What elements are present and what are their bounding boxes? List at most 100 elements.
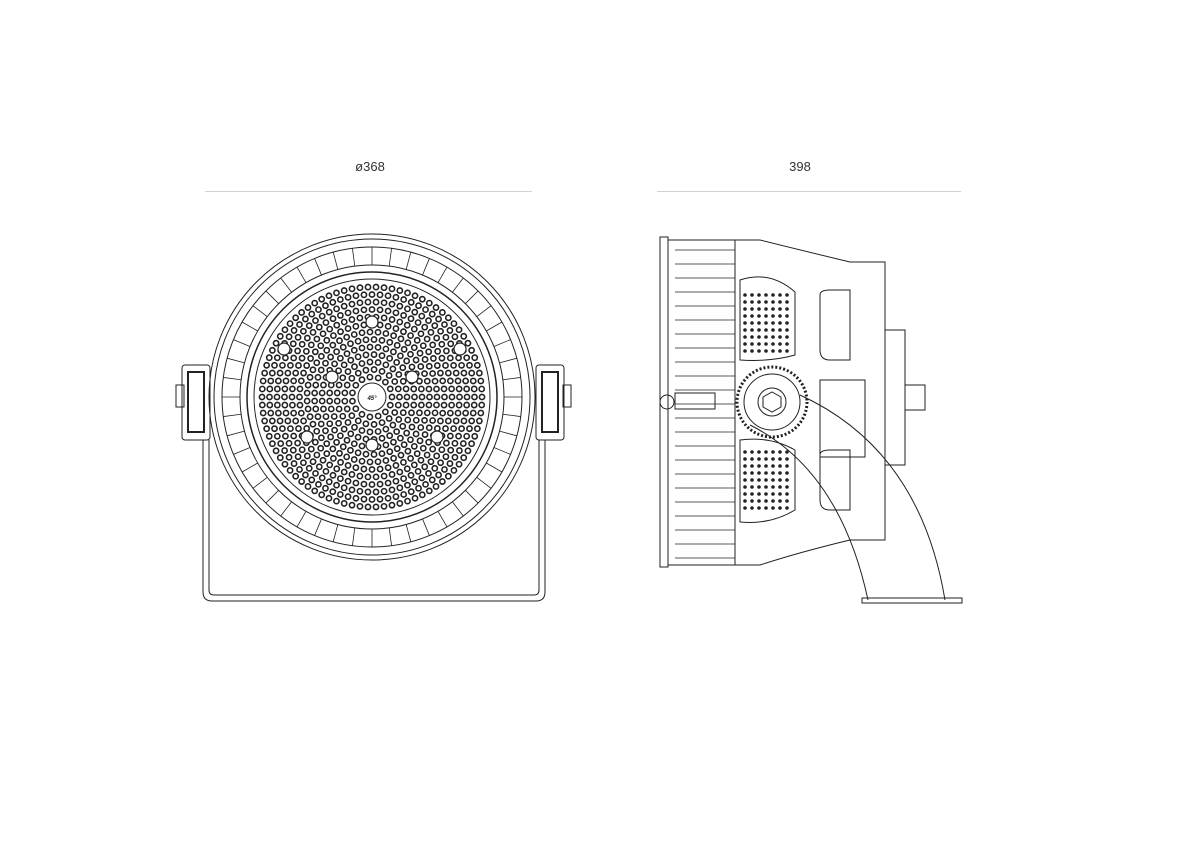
led: [331, 360, 338, 368]
led: [267, 409, 275, 417]
led: [469, 377, 477, 385]
led: [425, 487, 433, 495]
led: [422, 306, 429, 314]
led: [384, 307, 392, 315]
led: [435, 315, 442, 323]
led: [351, 363, 358, 371]
led: [294, 347, 302, 355]
led: [407, 298, 415, 306]
led: [448, 393, 456, 401]
led: [396, 393, 403, 401]
led: [471, 354, 479, 362]
led: [378, 336, 386, 344]
led: [388, 393, 396, 401]
led: [309, 420, 317, 428]
led: [410, 442, 418, 450]
led: [440, 385, 448, 393]
led: [303, 389, 311, 397]
led: [267, 377, 275, 385]
led: [368, 466, 376, 473]
led: [302, 471, 309, 479]
led: [425, 424, 433, 432]
led: [343, 405, 351, 413]
led: [384, 479, 392, 487]
led: [304, 304, 312, 311]
led: [392, 293, 400, 301]
led: [423, 409, 431, 417]
led: [431, 322, 439, 330]
led: [360, 480, 368, 488]
led: [460, 417, 468, 425]
led: [434, 347, 442, 355]
led: [423, 335, 431, 343]
led: [385, 372, 393, 379]
led: [376, 465, 384, 473]
led: [418, 474, 426, 482]
led: [297, 377, 305, 385]
led: [454, 377, 462, 385]
led: [451, 439, 459, 447]
body: [734, 239, 886, 566]
led: [313, 359, 321, 367]
beam-angle-label: 45°: [366, 396, 377, 402]
led: [475, 369, 483, 377]
led: [450, 361, 457, 369]
led: [320, 381, 327, 389]
led: [378, 352, 386, 360]
led: [384, 292, 392, 300]
led: [403, 465, 411, 473]
led: [478, 393, 486, 401]
led: [311, 438, 319, 446]
led: [263, 361, 271, 369]
led: [347, 446, 354, 454]
led: [313, 335, 321, 343]
led: [344, 293, 352, 301]
led: [390, 332, 398, 340]
led: [336, 337, 343, 345]
led: [374, 359, 382, 366]
mounting-bracket: [202, 440, 546, 602]
led: [450, 467, 458, 474]
led: [290, 377, 298, 385]
led: [370, 421, 378, 428]
led: [432, 304, 440, 311]
led: [268, 369, 276, 377]
led: [403, 357, 411, 365]
led: [376, 495, 384, 503]
led: [404, 481, 411, 489]
led: [309, 458, 317, 466]
led: [259, 377, 267, 385]
led: [378, 434, 386, 442]
led: [281, 447, 289, 454]
led: [273, 354, 281, 362]
led: [298, 478, 306, 485]
led: [290, 409, 298, 417]
led: [446, 409, 454, 417]
led: [322, 359, 329, 367]
led: [429, 341, 437, 349]
led: [303, 452, 311, 460]
led: [380, 472, 388, 480]
led: [374, 374, 382, 382]
led: [266, 401, 274, 409]
led: [320, 405, 327, 413]
led: [458, 425, 465, 433]
led: [386, 401, 394, 409]
led: [290, 460, 298, 467]
led: [311, 487, 319, 495]
led: [292, 417, 300, 425]
led: [356, 284, 364, 292]
led: [314, 413, 322, 421]
led: [442, 439, 450, 447]
led: [392, 477, 400, 485]
led: [356, 299, 364, 307]
led: [281, 326, 289, 334]
led: [323, 440, 331, 448]
led: [317, 352, 325, 360]
led: [296, 321, 303, 328]
led: [433, 385, 440, 393]
led: [425, 385, 433, 393]
led: [390, 454, 398, 462]
led: [303, 425, 311, 432]
